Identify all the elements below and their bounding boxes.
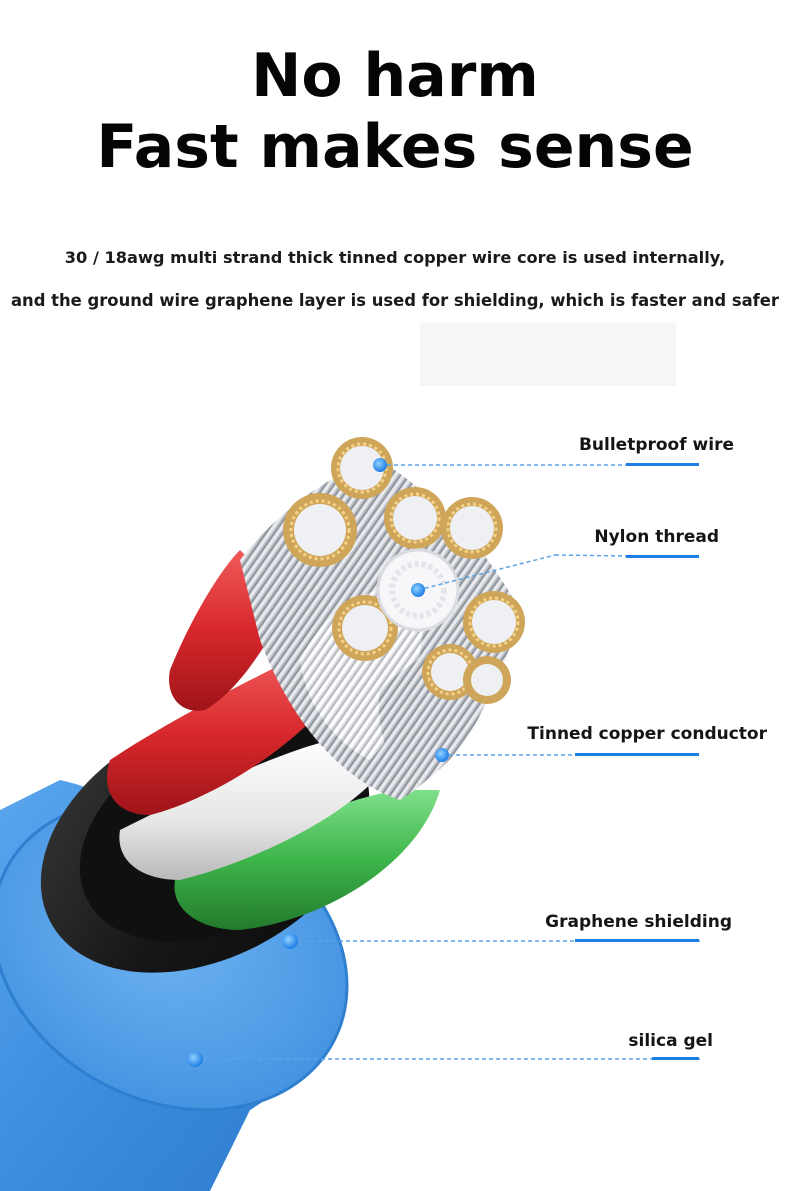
silica-gel-dot [187, 1051, 203, 1067]
callout-dots [187, 458, 449, 1067]
callout-bulletproof-wire: Bulletproof wire [578, 435, 734, 455]
green-wire [174, 790, 440, 930]
white-wire [119, 735, 390, 880]
tinned-copper-dot [435, 748, 449, 762]
nylon-thread-dot [411, 583, 425, 597]
background-artifact [420, 323, 676, 386]
callout-silica-gel: silica gel [628, 1031, 713, 1051]
callout-underline [626, 555, 699, 558]
description-line-1: 30 / 18awg multi strand thick tinned cop… [64, 248, 726, 267]
callout-underline [652, 1057, 699, 1060]
bulletproof-wire-dot [373, 458, 387, 472]
callout-underline [575, 939, 699, 942]
callout-underline [626, 463, 699, 466]
callout-tinned-copper-conductor: Tinned copper conductor [527, 724, 767, 744]
callout-nylon-thread: Nylon thread [594, 527, 719, 547]
headline-line-2: Fast makes sense [96, 112, 694, 182]
red-wire-lower [106, 655, 330, 815]
graphene-shielding-dot [282, 933, 298, 949]
headline-line-1: No harm [251, 41, 539, 111]
bulletproof-yarn-ends [283, 437, 525, 704]
callout-graphene-shielding: Graphene shielding [545, 912, 732, 932]
description-line-2: and the ground wire graphene layer is us… [11, 291, 779, 310]
callout-underline [575, 753, 699, 756]
